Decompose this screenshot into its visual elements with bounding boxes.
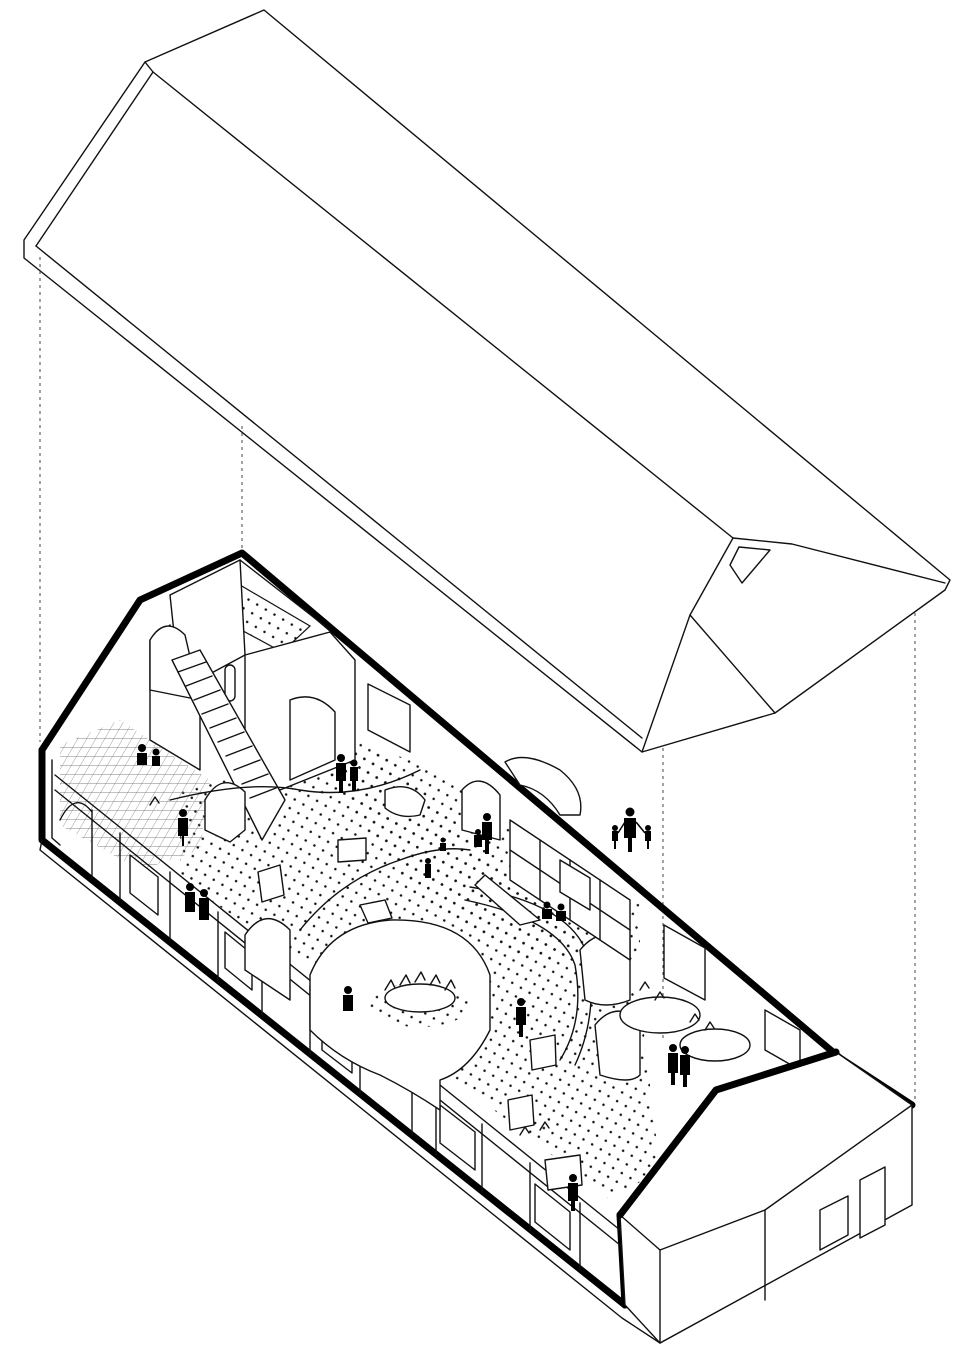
roof-shell — [23, 9, 951, 753]
chairs — [149, 796, 715, 1136]
person — [568, 1174, 578, 1211]
person — [178, 809, 188, 846]
person — [185, 883, 195, 912]
stair-tower — [149, 559, 356, 843]
window-front-2 — [224, 931, 253, 991]
end-gable-wall — [616, 1048, 913, 1344]
end-door — [859, 1166, 886, 1239]
family-outside — [612, 807, 651, 852]
person — [350, 759, 358, 791]
person — [668, 1044, 678, 1085]
window-back-1 — [367, 683, 411, 753]
end-window — [819, 1195, 849, 1251]
window-front-5 — [534, 1183, 571, 1251]
people-silhouettes — [137, 744, 690, 1211]
person — [137, 744, 147, 765]
window-front-4 — [439, 1104, 476, 1171]
curved-partitions — [169, 683, 801, 1191]
person — [482, 813, 492, 854]
person — [425, 858, 431, 878]
person — [474, 829, 482, 847]
person — [199, 889, 209, 920]
person — [556, 903, 566, 921]
furniture — [257, 786, 751, 1191]
person — [516, 998, 526, 1037]
person — [542, 901, 552, 919]
person — [152, 748, 160, 766]
person — [440, 837, 446, 851]
person — [680, 1046, 690, 1087]
window-front-1 — [129, 854, 159, 916]
person — [343, 986, 353, 1011]
grid-tiled-floor — [60, 720, 210, 870]
staircase — [171, 649, 286, 841]
person — [336, 754, 346, 793]
window-back-4 — [559, 859, 591, 911]
window-back-2 — [663, 924, 706, 1001]
